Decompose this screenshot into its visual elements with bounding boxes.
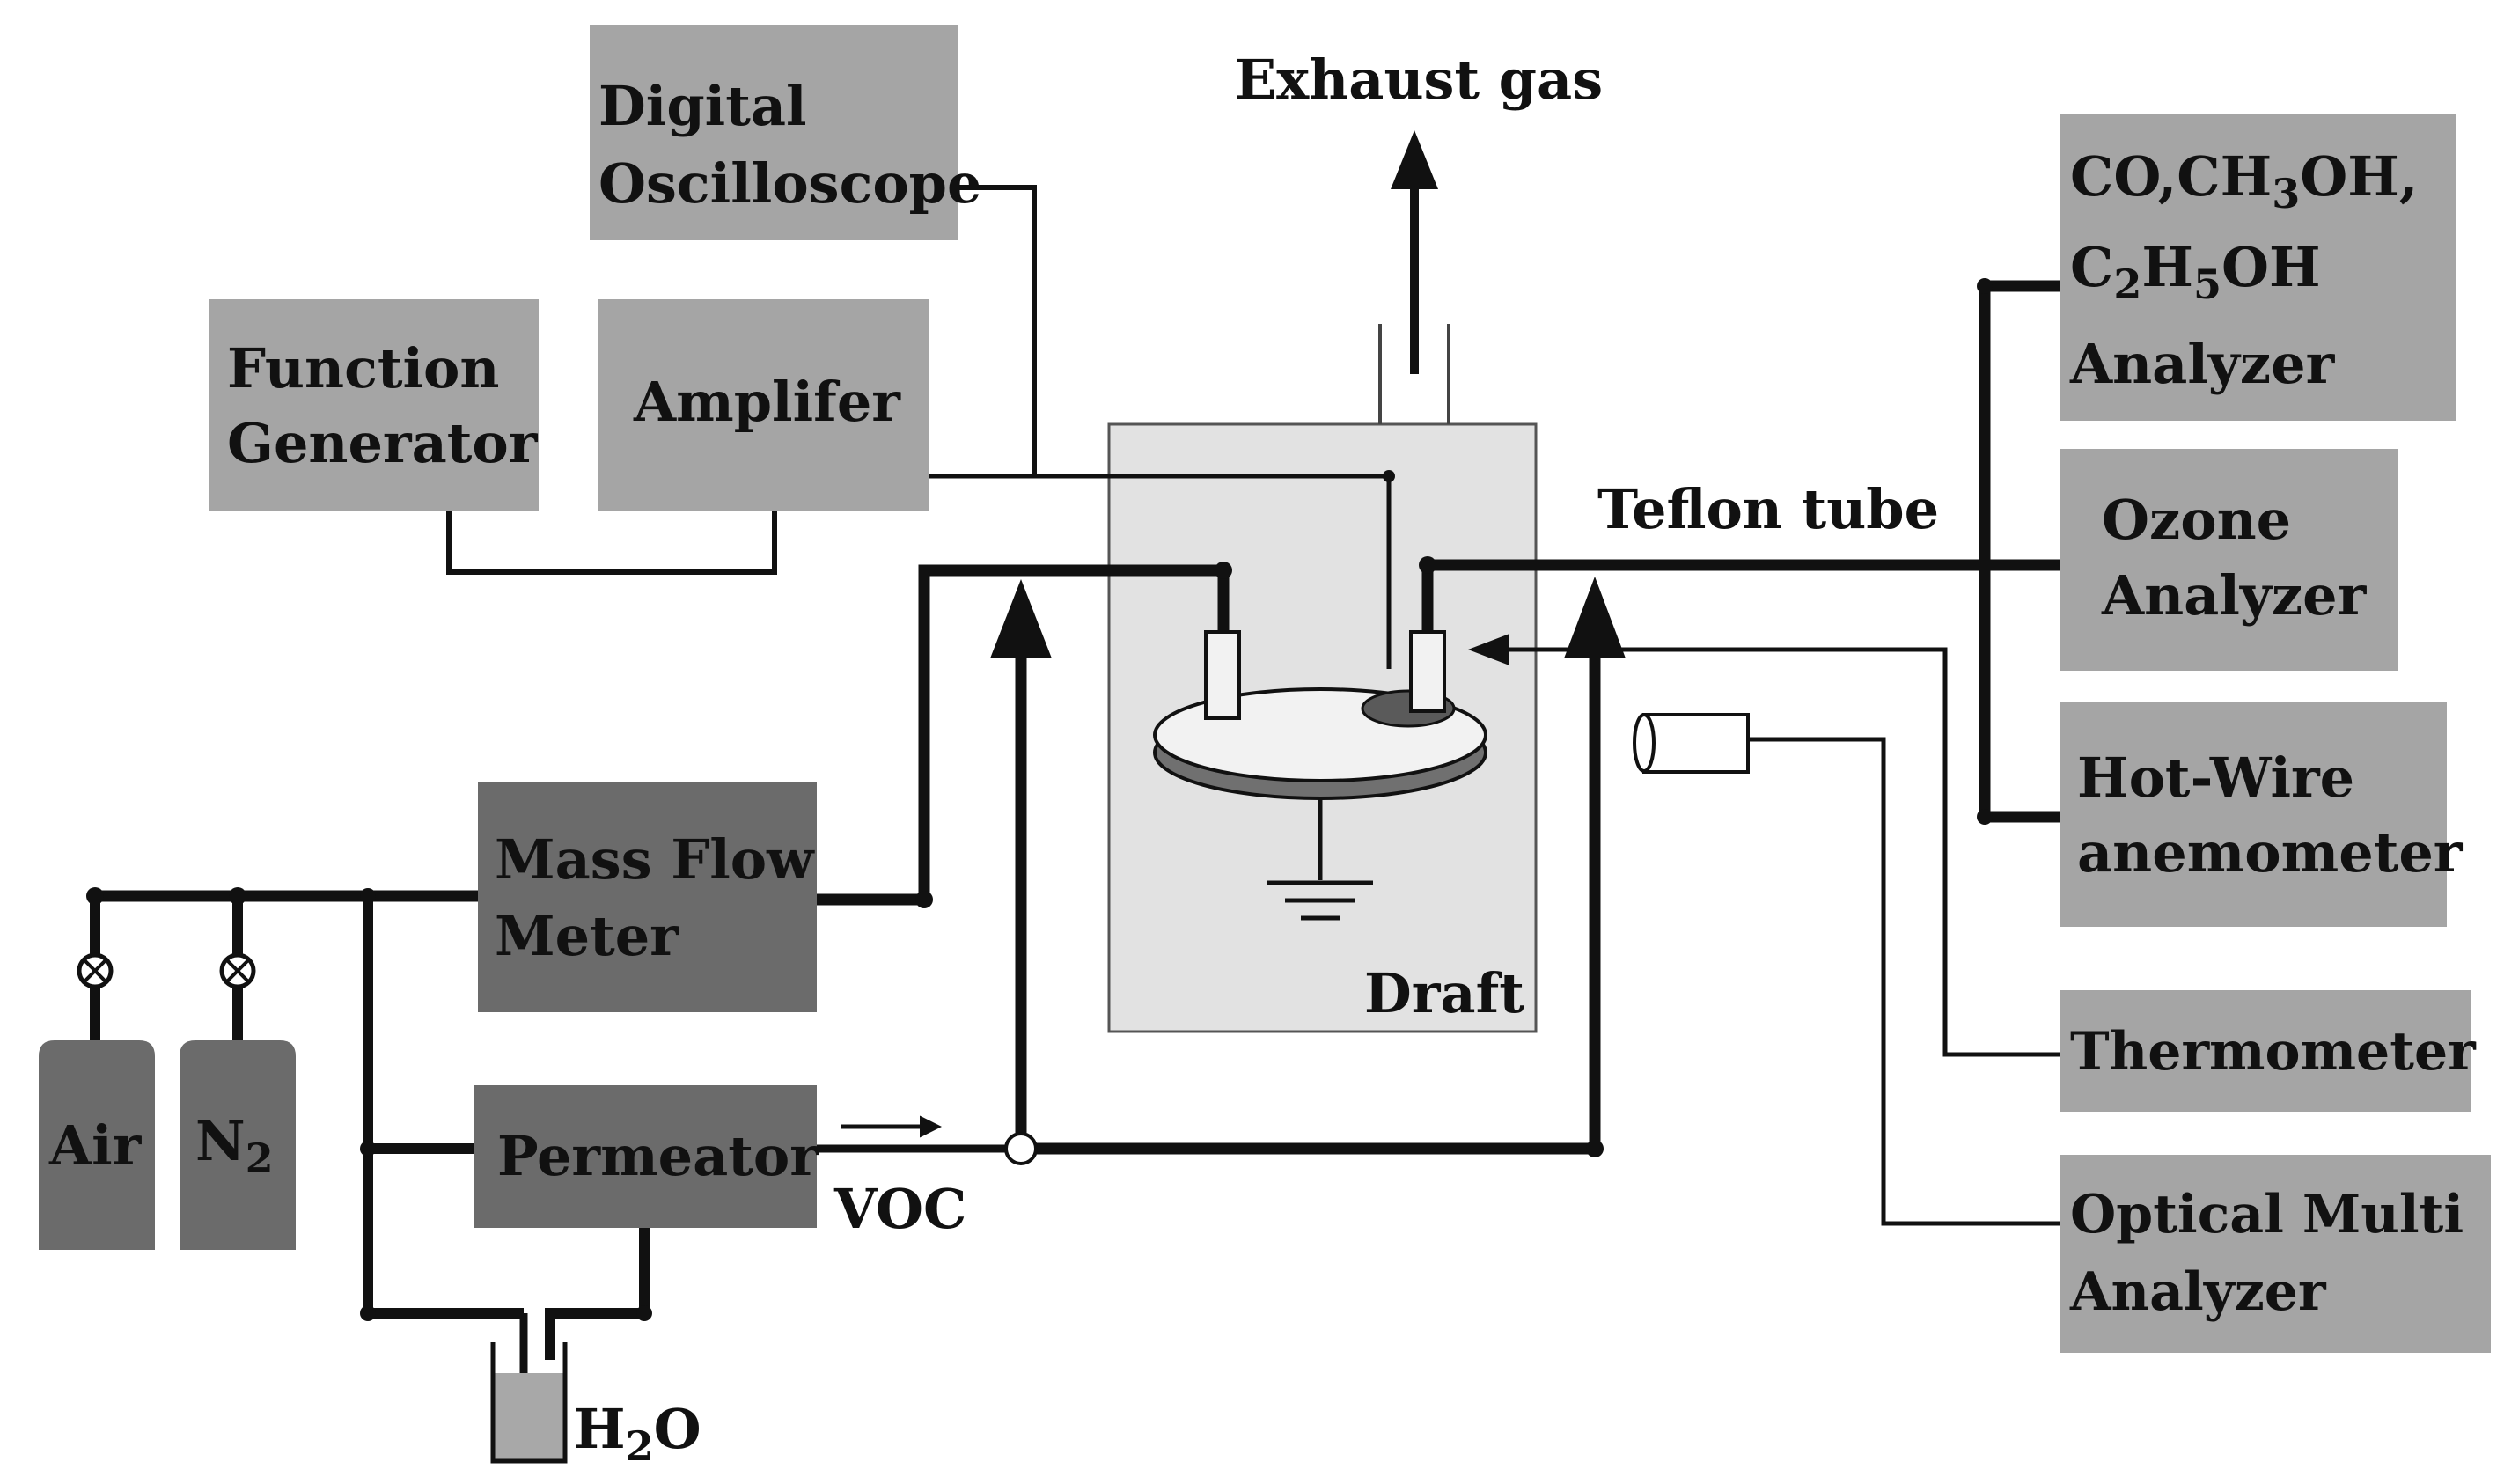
ozone-analyzer-line-1: Ozone bbox=[2102, 488, 2291, 552]
exhaust-gas-label: Exhaust gas bbox=[1235, 48, 1603, 112]
exhaust-chimney bbox=[1378, 324, 1450, 424]
co-analyzer-line-1: CO,CH3OH, bbox=[2070, 144, 2418, 217]
mixer-riser-arrow bbox=[990, 579, 1052, 658]
co-analyzer-line-3: Analyzer bbox=[2069, 332, 2336, 396]
co-ch3oh-c2h5oh-analyzer-box: CO,CH3OH, C2H5OH Analyzer bbox=[2060, 114, 2456, 421]
water-bubbler bbox=[490, 1342, 568, 1464]
draft-label: Draft bbox=[1364, 961, 1524, 1025]
reactor-inlet-nozzle bbox=[1204, 630, 1241, 720]
optical-fiber-line bbox=[1748, 737, 2060, 1226]
hot-wire-line-2: anemometer bbox=[2077, 820, 2464, 885]
digital-oscilloscope-line-1: Digital bbox=[598, 74, 807, 138]
junction-dot-inlet bbox=[1215, 562, 1232, 579]
wire-junction-dot bbox=[1383, 470, 1395, 482]
optical-probe-icon bbox=[1633, 713, 1750, 774]
function-generator-line-1: Function bbox=[227, 336, 499, 400]
thermometer-probe-arrow bbox=[1468, 634, 1509, 665]
inlet-gas-line bbox=[810, 564, 1230, 906]
amplifier-box: Amplifer bbox=[598, 299, 929, 511]
thermometer-label: Thermometer bbox=[2070, 1021, 2477, 1083]
mixing-node bbox=[1004, 1132, 1038, 1165]
bypass-riser-arrow bbox=[1564, 577, 1626, 658]
h2o-label: H2O bbox=[574, 1397, 701, 1470]
amplifier-label: Amplifer bbox=[633, 370, 901, 434]
air-cylinder: Air bbox=[39, 1040, 155, 1250]
air-valve-icon bbox=[77, 952, 114, 989]
ozone-analyzer-line-2: Analyzer bbox=[2101, 563, 2368, 628]
thermometer-box: Thermometer bbox=[2060, 990, 2477, 1112]
air-cylinder-label: Air bbox=[48, 1113, 143, 1178]
digital-oscilloscope-line-2: Oscilloscope bbox=[598, 151, 981, 216]
manifold-dot-bottom bbox=[1977, 809, 1993, 825]
branch-dot-bottom bbox=[360, 1305, 376, 1321]
bubbler-outlet-line bbox=[545, 1228, 650, 1360]
thermometer-probe-line bbox=[1509, 647, 2060, 1057]
optical-multi-line-1: Optical Multi bbox=[2070, 1184, 2464, 1245]
hot-wire-line-1: Hot-Wire bbox=[2077, 746, 2354, 810]
permeator-box: Permeator bbox=[474, 1085, 819, 1228]
branch-dot-permeator bbox=[360, 1141, 376, 1157]
n2-valve-icon bbox=[219, 952, 256, 989]
voc-label: VOC bbox=[833, 1177, 966, 1241]
ozone-analyzer-box: Ozone Analyzer bbox=[2060, 449, 2398, 671]
bubbler-dot-outlet bbox=[636, 1305, 652, 1321]
mass-flow-meter-box: Mass Flow Meter bbox=[478, 782, 817, 1012]
n2-cylinder-label: N2 bbox=[195, 1109, 274, 1182]
generator-amplifier-wire bbox=[446, 511, 777, 575]
junction-dot-mfm bbox=[915, 891, 933, 908]
exhaust-arrow-head bbox=[1391, 130, 1438, 189]
co-analyzer-line-2: C2H5OH bbox=[2070, 235, 2321, 308]
optical-multi-line-2: Analyzer bbox=[2069, 1261, 2327, 1323]
digital-oscilloscope-box: Digital Oscilloscope bbox=[590, 25, 981, 240]
ground-icon bbox=[1267, 797, 1373, 921]
reactor-outlet-nozzle bbox=[1409, 630, 1446, 713]
optical-multi-analyzer-box: Optical Multi Analyzer bbox=[2060, 1155, 2491, 1353]
branch-dot-top bbox=[360, 888, 376, 904]
function-generator-box: Function Generator bbox=[209, 299, 539, 511]
mass-flow-meter-line-2: Meter bbox=[495, 904, 679, 968]
permeator-label: Permeator bbox=[497, 1124, 819, 1188]
manifold-dot-top bbox=[1977, 278, 1993, 294]
function-generator-line-2: Generator bbox=[227, 411, 539, 475]
teflon-tube-label: Teflon tube bbox=[1597, 477, 1939, 541]
junction-dot-outlet bbox=[1419, 556, 1436, 574]
hot-wire-anemometer-box: Hot-Wire anemometer bbox=[2060, 702, 2464, 927]
n2-cylinder: N2 bbox=[180, 1040, 296, 1250]
oscilloscope-wire bbox=[958, 185, 1037, 476]
mass-flow-meter-line-1: Mass Flow bbox=[495, 827, 815, 892]
